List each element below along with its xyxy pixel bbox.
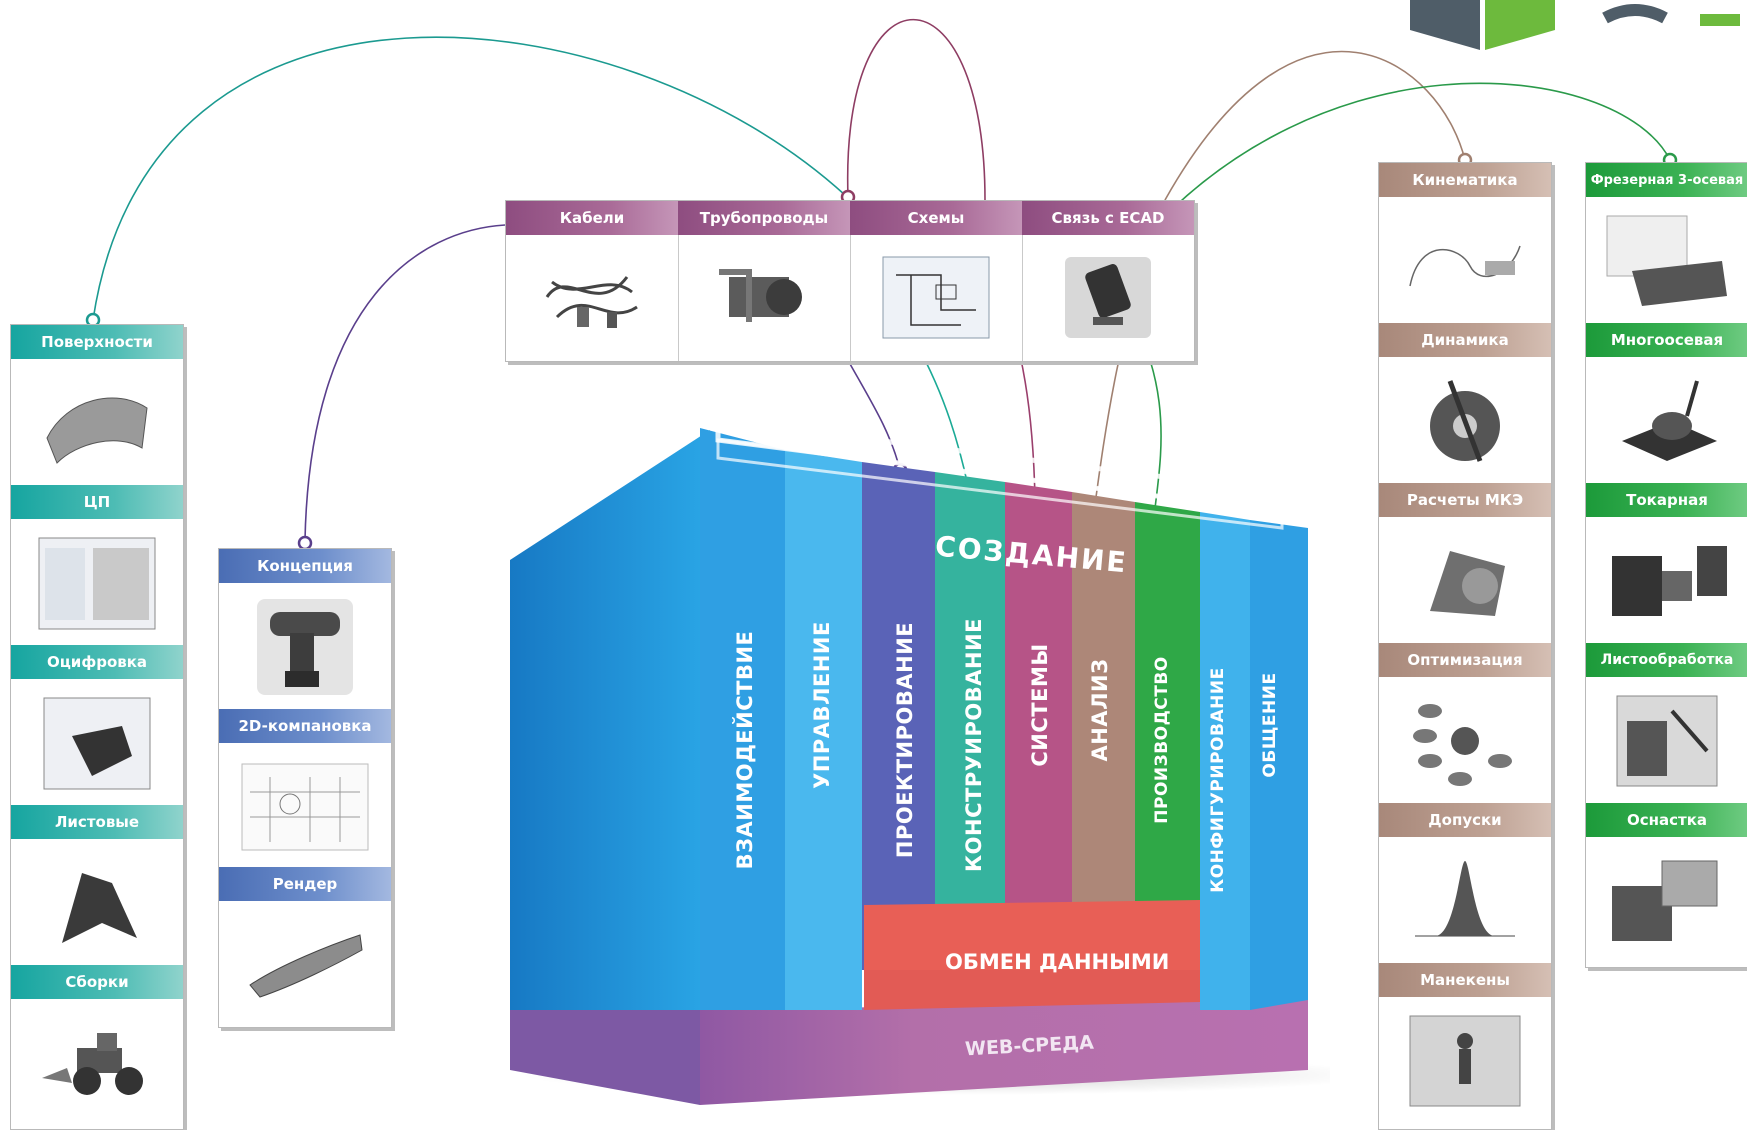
column-label-manufacturing: ПРОИЗВОДСТВО [1152,656,1172,824]
column-label-design: ПРОЕКТИРОВАНИЕ [893,621,917,859]
concept-drill-icon [257,598,353,695]
cable-harness-icon [545,276,638,328]
left-item-digital-product-label[interactable]: ЦП [11,485,183,519]
mfg-item-sheet-processing-label[interactable]: Листообработка [1586,643,1747,677]
digitizing-icon [43,697,151,789]
piping-icon [719,269,802,322]
kinematics-icon [1409,245,1521,287]
analysis-panel: Кинематика Динамика Расчеты МКЭ Оптимиза… [1378,162,1552,1130]
top-item-cables[interactable]: Кабели [506,201,679,361]
top-item-label: Схемы [850,201,1022,235]
mfg-item-3axis-label[interactable]: Фрезерная 3-осевая [1586,163,1747,197]
analysis-item-dynamics-label[interactable]: Динамика [1379,323,1551,357]
analysis-item-optimization-label[interactable]: Оптимизация [1379,643,1551,677]
render-icon [249,933,363,998]
top-item-schematics[interactable]: Схемы [850,201,1023,361]
left-item-digitizing-label[interactable]: Оцифровка [11,645,183,679]
top-item-label: Связь с ECAD [1022,201,1194,235]
platform-box [510,420,1330,1105]
left-panel: Поверхности ЦП Оцифровка Листовые Сборки [10,324,184,1130]
left-item-sheet-label[interactable]: Листовые [11,805,183,839]
loader-icon [42,1033,143,1095]
manufacturing-panel: Фрезерная 3-осевая Многоосевая Токарная … [1585,162,1747,968]
column-label-interaction: ВЗАИМОДЕЙСТВИЕ [733,630,757,870]
analysis-item-fea-label[interactable]: Расчеты МКЭ [1379,483,1551,517]
tooling-icon [1612,860,1718,941]
analysis-item-kinematics-label[interactable]: Кинематика [1379,163,1551,197]
top-item-ecad-link[interactable]: Связь с ECAD [1022,201,1194,361]
mid-item-concept-label[interactable]: Концепция [219,549,391,583]
surface-icon [46,397,148,464]
top-item-label: Трубопроводы [678,201,850,235]
mid-left-panel: Концепция 2D-компановка Рендер [218,548,392,1028]
optimization-icon [1413,704,1512,786]
column-label-configuration: КОНФИГУРИРОВАНИЕ [1208,667,1228,893]
mfg-item-turning-label[interactable]: Токарная [1586,483,1747,517]
column-label-systems: СИСТЕМЫ [1028,643,1052,767]
analysis-item-tolerances-label[interactable]: Допуски [1379,803,1551,837]
top-panel: Кабели Трубопроводы Схемы Связь с E [505,200,1195,362]
multiaxis-icon [1622,380,1717,461]
manikin-icon [1409,1015,1521,1107]
left-item-assemblies-label[interactable]: Сборки [11,965,183,999]
mid-item-render-label[interactable]: Рендер [219,867,391,901]
fea-icon [1430,551,1505,616]
sheet-processing-icon [1616,695,1718,787]
brand-logo [1410,0,1740,50]
turning-icon [1612,546,1727,616]
sheet-metal-icon [62,873,137,943]
left-item-surfaces-label[interactable]: Поверхности [11,325,183,359]
mfg-item-tooling-label[interactable]: Оснастка [1586,803,1747,837]
software-window-icon [38,537,156,629]
tolerance-distribution-icon [1415,861,1515,937]
top-item-label: Кабели [506,201,678,235]
mfg-item-multiaxis-label[interactable]: Многоосевая [1586,323,1747,357]
milling-icon [1606,215,1727,306]
schematic-icon [882,256,990,338]
analysis-item-manikins-label[interactable]: Манекены [1379,963,1551,997]
data-exchange-label: ОБМЕН ДАННЫМИ [945,950,1170,974]
layout-drawing-icon [241,763,369,850]
column-label-engineering: КОНСТРУИРОВАНИЕ [962,618,986,872]
top-item-piping[interactable]: Трубопроводы [678,201,851,361]
column-label-communication: ОБЩЕНИЕ [1260,672,1280,778]
ecad-device-icon [1065,256,1151,338]
column-label-analysis: АНАЛИЗ [1088,658,1112,762]
dynamics-gear-icon [1430,380,1500,462]
column-label-management: УПРАВЛЕНИЕ [810,621,834,789]
mid-item-2d-layout-label[interactable]: 2D-компановка [219,709,391,743]
